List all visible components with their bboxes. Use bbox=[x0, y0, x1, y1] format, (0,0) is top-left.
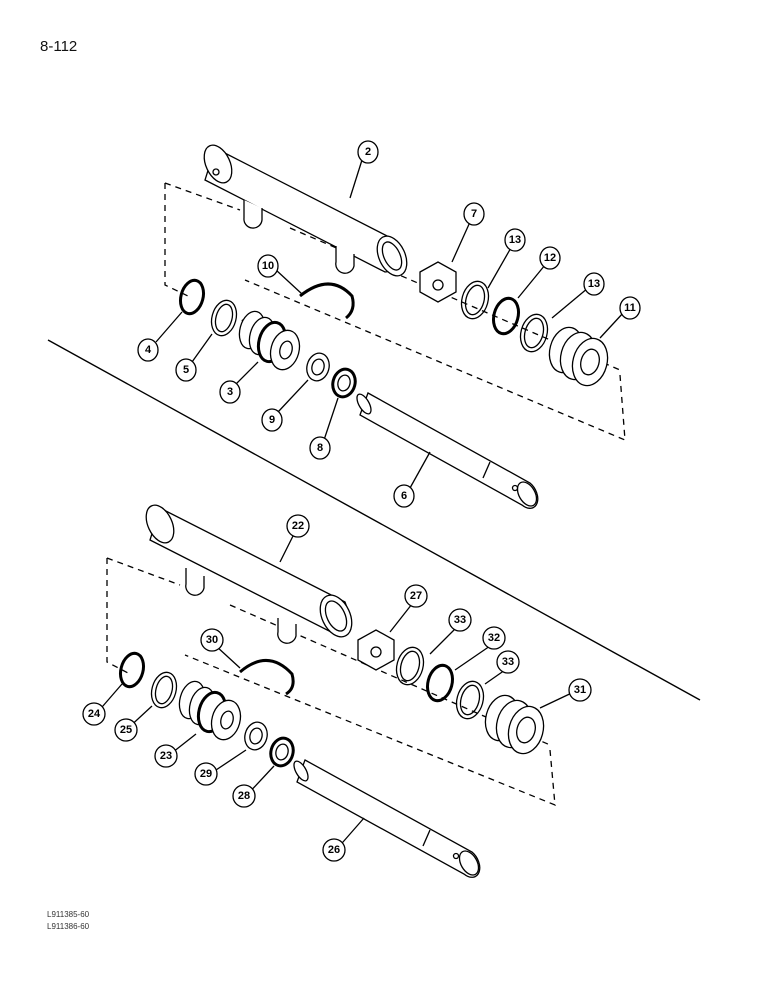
nut-27 bbox=[357, 629, 395, 671]
callout-bubble: 12 bbox=[539, 246, 561, 270]
callout-bubble: 28 bbox=[232, 784, 256, 808]
ring-32 bbox=[426, 663, 454, 703]
gland-11 bbox=[548, 326, 609, 387]
rod-6 bbox=[356, 392, 539, 509]
divider-line bbox=[47, 339, 701, 701]
callout-bubble: 7 bbox=[463, 202, 485, 226]
callout-label: 4 bbox=[145, 344, 152, 356]
callout-label: 11 bbox=[624, 302, 636, 314]
snap-ring-30 bbox=[239, 659, 295, 696]
callout-bubble: 27 bbox=[404, 584, 428, 608]
callout-label: 13 bbox=[509, 234, 521, 246]
callout-label: 30 bbox=[206, 634, 218, 646]
reference-code-1: L911385-60 bbox=[47, 910, 90, 919]
callout-bubble: 13 bbox=[504, 228, 526, 252]
callout-bubble: 32 bbox=[482, 626, 506, 650]
callout-bubble: 33 bbox=[448, 608, 472, 632]
ring-33b bbox=[455, 680, 485, 720]
ring-4 bbox=[178, 278, 206, 316]
callout-bubble: 24 bbox=[82, 702, 106, 726]
callout-bubble: 25 bbox=[114, 718, 138, 742]
dashed-outline-left bbox=[164, 183, 191, 298]
callout-bubble: 3 bbox=[219, 380, 241, 404]
ring-33a bbox=[395, 646, 425, 686]
callout-label: 24 bbox=[88, 708, 101, 720]
seal-8 bbox=[331, 367, 357, 399]
callout-bubble: 29 bbox=[194, 762, 218, 786]
callout-bubble: 31 bbox=[568, 678, 592, 702]
callout-label: 26 bbox=[328, 844, 340, 856]
callout-bubble: 9 bbox=[261, 408, 283, 432]
callouts-upper: 2 7 13 12 13 11 10 4 5 3 9 8 6 bbox=[137, 140, 641, 508]
callout-bubble: 11 bbox=[619, 296, 641, 320]
callout-label: 12 bbox=[544, 252, 556, 264]
ring-5 bbox=[210, 299, 238, 337]
callout-label: 2 bbox=[365, 146, 371, 158]
nut-7 bbox=[419, 261, 457, 303]
page-number: 8-112 bbox=[40, 38, 78, 55]
callout-bubble: 22 bbox=[286, 514, 310, 538]
ring-24 bbox=[118, 651, 146, 689]
callout-bubble: 26 bbox=[322, 838, 346, 862]
callout-label: 9 bbox=[269, 414, 275, 426]
callout-label: 23 bbox=[160, 750, 172, 762]
ring-13a bbox=[460, 280, 490, 320]
snap-ring-10 bbox=[299, 282, 355, 320]
callout-label: 25 bbox=[120, 724, 132, 736]
gland-31 bbox=[484, 694, 545, 755]
piston-23 bbox=[178, 680, 242, 741]
callout-label: 29 bbox=[200, 768, 212, 780]
callout-label: 22 bbox=[292, 520, 304, 532]
ring-25 bbox=[150, 671, 178, 709]
callout-bubble: 13 bbox=[583, 272, 605, 296]
callout-label: 7 bbox=[471, 208, 477, 220]
callout-label: 13 bbox=[588, 278, 600, 290]
callout-bubble: 4 bbox=[137, 338, 159, 362]
callout-label: 27 bbox=[410, 590, 422, 602]
reference-code-2: L911386-60 bbox=[47, 922, 90, 931]
barrel-2 bbox=[203, 144, 408, 277]
piston-3 bbox=[238, 310, 301, 371]
callout-bubble: 2 bbox=[357, 140, 379, 164]
callout-label: 5 bbox=[183, 364, 189, 376]
callout-label: 10 bbox=[262, 260, 274, 272]
callout-bubble: 5 bbox=[175, 358, 197, 382]
callouts-lower: 22 27 33 32 33 31 30 24 25 23 29 28 26 bbox=[82, 514, 592, 862]
washer-29 bbox=[244, 721, 268, 751]
callout-bubble: 23 bbox=[154, 744, 178, 768]
callout-label: 33 bbox=[454, 614, 466, 626]
callout-label: 6 bbox=[401, 490, 407, 502]
rod-26 bbox=[293, 759, 481, 878]
ring-12 bbox=[492, 296, 520, 336]
callout-bubble: 8 bbox=[309, 436, 331, 460]
callout-label: 3 bbox=[227, 386, 233, 398]
ring-13b bbox=[519, 313, 549, 353]
callout-label: 31 bbox=[574, 684, 586, 696]
callout-label: 28 bbox=[238, 790, 250, 802]
callout-label: 8 bbox=[317, 442, 323, 454]
callout-label: 33 bbox=[502, 656, 514, 668]
washer-9 bbox=[306, 352, 330, 382]
barrel-22 bbox=[145, 504, 353, 644]
lower-assembly bbox=[95, 504, 579, 878]
callout-label: 32 bbox=[488, 632, 500, 644]
upper-assembly bbox=[155, 144, 626, 509]
callout-bubble: 30 bbox=[200, 628, 224, 652]
callout-bubble: 33 bbox=[496, 650, 520, 674]
callout-bubble: 10 bbox=[257, 254, 279, 278]
seal-28 bbox=[269, 736, 295, 768]
callout-bubble: 6 bbox=[393, 484, 415, 508]
